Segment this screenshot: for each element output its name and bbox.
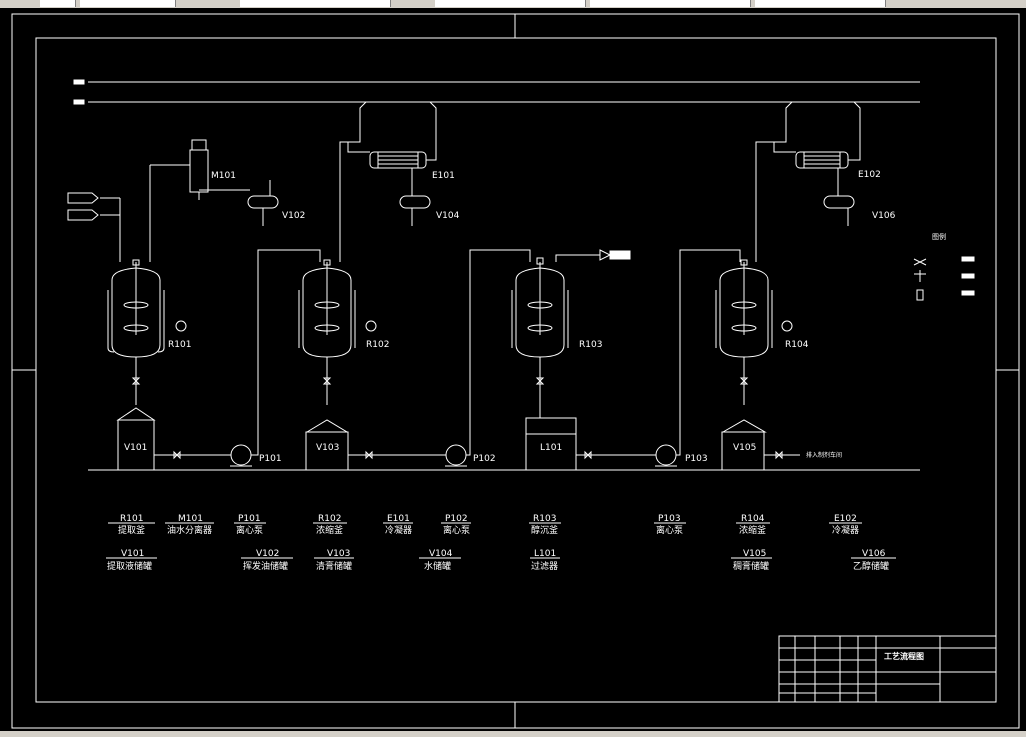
equipment-list: R101 提取釜 M101 油水分离器 P101 离心泵 R102 浓缩釜 E1… — [107, 514, 889, 572]
label-e101: E101 — [432, 171, 455, 181]
list-name: 稠膏储罐 — [733, 560, 769, 572]
label-p101: P101 — [259, 454, 282, 464]
gauge-r102 — [365, 320, 377, 332]
toolbar-field-1[interactable] — [40, 0, 76, 7]
toolbar-field-6[interactable] — [755, 0, 886, 7]
label-r103: R103 — [579, 340, 602, 350]
list-tag: P101 — [238, 514, 261, 524]
legend-title: 图例 — [932, 232, 946, 241]
list-tag: R103 — [533, 514, 556, 524]
label-v104: V104 — [436, 211, 460, 221]
label-r101: R101 — [168, 340, 191, 350]
toolbar-field-2[interactable] — [80, 0, 176, 7]
list-tag: V105 — [743, 549, 766, 559]
equipment-list-row2: V101 提取液储罐 V102 挥发油储罐 V103 清膏储罐 V104 水储罐… — [107, 549, 889, 572]
list-tag: P103 — [658, 514, 681, 524]
title-block-title: 工艺流程图 — [884, 651, 924, 661]
mixer-m101[interactable] — [189, 139, 209, 200]
list-name: 提取液储罐 — [107, 560, 152, 572]
cad-statusbar — [0, 731, 1026, 737]
tank-v102[interactable] — [247, 180, 279, 226]
list-tag: P102 — [445, 514, 468, 524]
pump-p101[interactable] — [230, 444, 252, 467]
pump-p103[interactable] — [655, 444, 677, 467]
label-r104: R104 — [785, 340, 809, 350]
list-name: 离心泵 — [656, 524, 683, 536]
condenser-e101[interactable] — [369, 151, 427, 169]
list-tag: R101 — [120, 514, 143, 524]
equipment-list-row1: R101 提取釜 M101 油水分离器 P101 离心泵 R102 浓缩釜 E1… — [118, 514, 859, 536]
tank-v104[interactable] — [399, 168, 431, 226]
reactor-r101[interactable] — [107, 259, 165, 358]
reactor-r103[interactable] — [511, 257, 569, 358]
list-name: 油水分离器 — [167, 524, 212, 536]
list-name: 过滤器 — [531, 560, 558, 572]
gauge-r104 — [781, 320, 793, 332]
valves — [131, 377, 783, 460]
label-v106: V106 — [872, 211, 896, 221]
list-name: 浓缩釜 — [316, 524, 343, 536]
pump-p102[interactable] — [445, 444, 467, 467]
label-e102: E102 — [858, 170, 881, 180]
inner-frame — [35, 37, 997, 703]
tank-v101[interactable] — [117, 419, 155, 471]
toolbar-field-4[interactable] — [435, 0, 586, 7]
piping-r103 — [539, 249, 631, 418]
toolbar-field-3[interactable] — [240, 0, 391, 7]
outer-frame — [11, 13, 1020, 729]
discharge-note: 排入制剂车间 — [806, 451, 842, 459]
title-block — [778, 635, 997, 703]
utility-headers — [73, 79, 920, 105]
pipe-p101-r102 — [251, 249, 321, 456]
filter-l101[interactable] — [525, 417, 577, 471]
gauge-r101 — [175, 320, 187, 332]
list-name: 提取釜 — [118, 524, 145, 536]
pipe-p103-r104 — [676, 249, 741, 456]
list-tag: E102 — [834, 514, 857, 524]
list-tag: V104 — [429, 549, 453, 559]
reactor-r102[interactable] — [298, 259, 356, 358]
cad-toolbar — [0, 0, 1026, 8]
tank-v106[interactable] — [823, 168, 855, 226]
list-name: 离心泵 — [236, 524, 263, 536]
label-v102: V102 — [282, 211, 305, 221]
reactor-r104[interactable] — [715, 259, 773, 358]
list-name: 清膏储罐 — [316, 560, 352, 572]
label-v105: V105 — [733, 443, 756, 453]
label-m101: M101 — [211, 171, 236, 181]
label-v101: V101 — [124, 443, 147, 453]
list-tag: V102 — [256, 549, 279, 559]
list-name: 挥发油储罐 — [243, 560, 288, 572]
label-v103: V103 — [316, 443, 339, 453]
list-tag: V103 — [327, 549, 350, 559]
list-tag: V101 — [121, 549, 144, 559]
pipe-p102-r103 — [466, 249, 531, 456]
list-name: 冷凝器 — [832, 524, 859, 536]
list-underlines — [106, 522, 896, 559]
list-name: 水储罐 — [424, 560, 451, 572]
label-r102: R102 — [366, 340, 389, 350]
list-name: 浓缩釜 — [739, 524, 766, 536]
condenser-e102[interactable] — [795, 151, 849, 169]
list-tag: R104 — [741, 514, 765, 524]
list-name: 醇沉釜 — [531, 524, 558, 536]
legend-symbols — [913, 256, 975, 301]
piping-r101 — [67, 164, 250, 421]
list-tag: M101 — [178, 514, 203, 524]
list-tag: E101 — [387, 514, 410, 524]
list-tag: L101 — [534, 549, 556, 559]
label-p102: P102 — [473, 454, 496, 464]
tank-v103[interactable] — [305, 431, 349, 471]
toolbar-field-5[interactable] — [590, 0, 751, 7]
label-p103: P103 — [685, 454, 708, 464]
list-tag: R102 — [318, 514, 341, 524]
list-name: 乙醇储罐 — [853, 560, 889, 572]
label-l101: L101 — [540, 443, 562, 453]
list-tag: V106 — [862, 549, 886, 559]
list-name: 冷凝器 — [385, 524, 412, 536]
tank-v105[interactable] — [721, 431, 765, 471]
list-name: 离心泵 — [443, 524, 470, 536]
frame-ticks — [12, 14, 1019, 728]
